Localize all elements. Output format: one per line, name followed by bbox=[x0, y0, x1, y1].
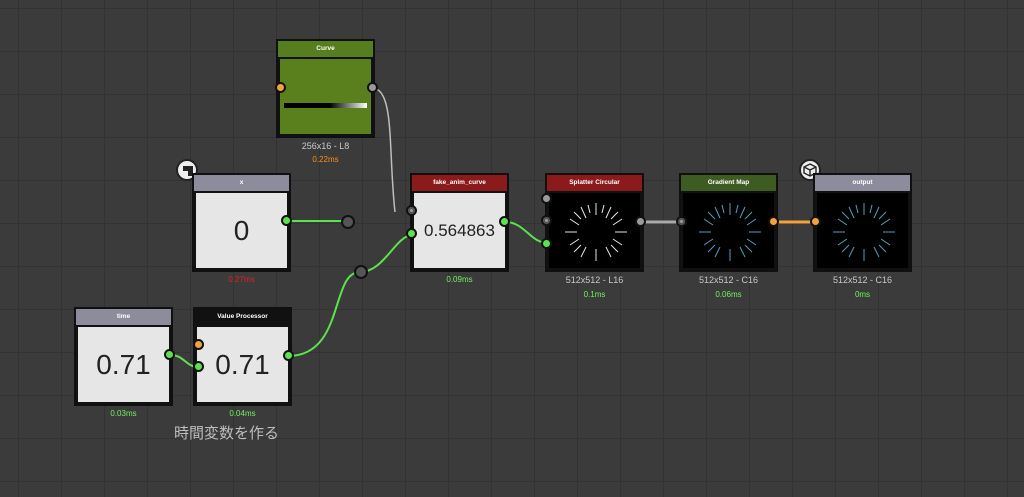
output-node[interactable]: output bbox=[813, 173, 912, 272]
splatter-preview bbox=[565, 203, 627, 261]
gradient-map-output-port[interactable] bbox=[768, 216, 779, 227]
splatter-input-1[interactable] bbox=[541, 193, 552, 204]
value-processor-title: Value Processor bbox=[195, 309, 290, 325]
value-processor-input-orange[interactable] bbox=[193, 339, 204, 350]
splatter-time: 0.1ms bbox=[583, 290, 606, 299]
gradient-map-input-port[interactable] bbox=[676, 216, 687, 227]
time-title: time bbox=[76, 309, 171, 325]
gradient-map-size-label: 512x512 - C16 bbox=[698, 275, 759, 285]
wire-reroute-dot[interactable] bbox=[354, 265, 368, 279]
gradient-map-node[interactable]: Gradient Map bbox=[679, 173, 778, 272]
gradient-map-title: Gradient Map bbox=[681, 175, 776, 191]
time-time: 0.03ms bbox=[110, 409, 137, 418]
x-output-port[interactable] bbox=[281, 215, 292, 226]
fake-anim-curve-node[interactable]: fake_anim_curve 0.564863 bbox=[410, 173, 509, 272]
output-title: output bbox=[815, 175, 910, 191]
x-time: 0.27ms bbox=[228, 275, 255, 284]
splatter-circular-node[interactable]: Splatter Circular bbox=[545, 173, 644, 272]
time-value: 0.71 bbox=[96, 348, 151, 380]
curve-title: Curve bbox=[278, 41, 373, 57]
wire-curve-to-fakeanim bbox=[371, 87, 396, 213]
splatter-output-port[interactable] bbox=[635, 216, 646, 227]
curve-time: 0.22ms bbox=[312, 155, 339, 164]
fake-anim-curve-title: fake_anim_curve bbox=[412, 175, 507, 191]
gradient-map-time: 0.06ms bbox=[715, 290, 742, 299]
fake-anim-curve-output-port[interactable] bbox=[499, 216, 510, 227]
x-node[interactable]: x 0 bbox=[192, 173, 291, 272]
value-processor-output-port[interactable] bbox=[283, 350, 294, 361]
splatter-title: Splatter Circular bbox=[547, 175, 642, 191]
fake-anim-curve-input-green[interactable] bbox=[406, 228, 417, 239]
splatter-input-3[interactable] bbox=[541, 238, 552, 249]
output-input-port[interactable] bbox=[810, 216, 821, 227]
output-preview bbox=[833, 203, 895, 261]
curve-size-label: 256x16 - L8 bbox=[301, 141, 350, 151]
fake-anim-curve-input-grey[interactable] bbox=[406, 205, 417, 216]
curve-input-port[interactable] bbox=[275, 82, 286, 93]
fake-anim-curve-time: 0.09ms bbox=[446, 275, 473, 284]
wire-vp-to-fakeanim bbox=[287, 234, 414, 357]
value-processor-time: 0.04ms bbox=[229, 409, 256, 418]
fake-anim-curve-value: 0.564863 bbox=[424, 220, 495, 240]
comment-text: 時間変数を作る bbox=[174, 425, 280, 442]
value-processor-node[interactable]: Value Processor 0.71 bbox=[193, 307, 292, 406]
splatter-size-label: 512x512 - L16 bbox=[565, 275, 624, 285]
value-processor-value: 0.71 bbox=[215, 348, 270, 380]
x-title: x bbox=[194, 175, 289, 191]
value-processor-input-green[interactable] bbox=[193, 361, 204, 372]
curve-output-port[interactable] bbox=[367, 82, 378, 93]
output-time: 0ms bbox=[854, 290, 871, 299]
output-size-label: 512x512 - C16 bbox=[832, 275, 893, 285]
x-wire-endpoint[interactable] bbox=[341, 215, 355, 229]
curve-node[interactable]: Curve bbox=[276, 39, 375, 138]
gradient-map-preview bbox=[699, 203, 761, 261]
curve-preview bbox=[280, 59, 371, 134]
time-node[interactable]: time 0.71 bbox=[74, 307, 173, 406]
x-value: 0 bbox=[233, 214, 250, 246]
curve-gradient-strip bbox=[284, 103, 367, 108]
time-output-port[interactable] bbox=[164, 349, 175, 360]
splatter-input-2[interactable] bbox=[541, 215, 552, 226]
